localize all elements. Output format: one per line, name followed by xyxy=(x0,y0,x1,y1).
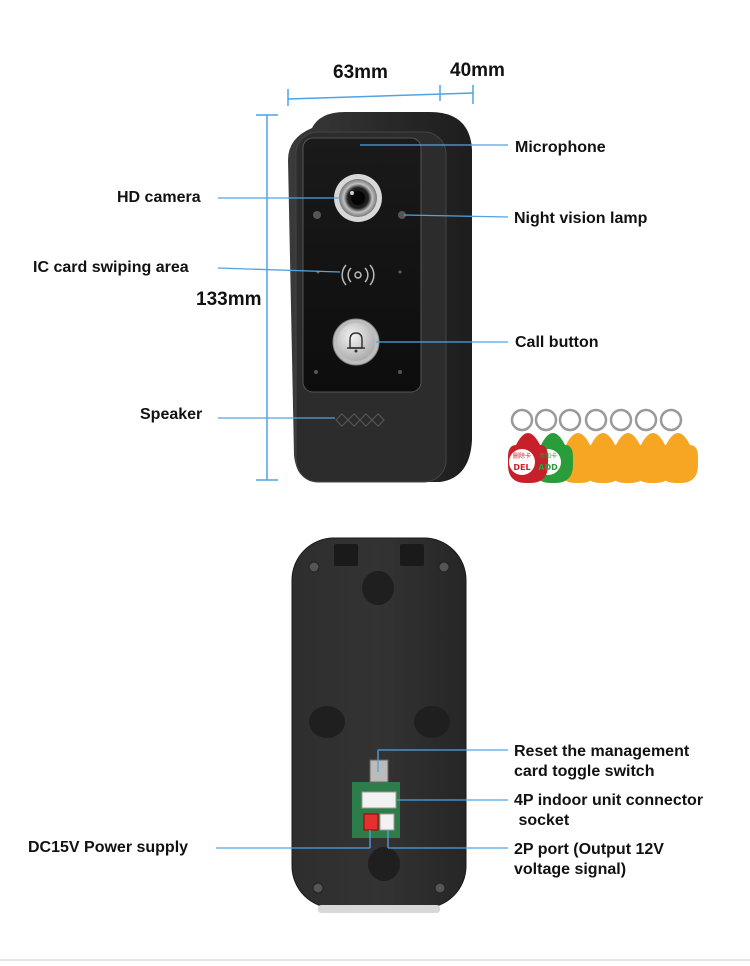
width-dimension: 63mm xyxy=(333,62,388,83)
depth-dimension: 40mm xyxy=(450,60,505,81)
label-call-button: Call button xyxy=(515,334,599,351)
front-callout-lines xyxy=(217,144,509,419)
label-reset-line1: Reset the management xyxy=(514,743,690,760)
label-night-vision-lamp: Night vision lamp xyxy=(514,210,648,227)
keyfob-tags: 删除卡 DEL 添加卡 ADD xyxy=(508,408,698,483)
tag-del-label: DEL xyxy=(513,463,530,472)
height-dimension: 133mm xyxy=(196,289,262,310)
front-doorbell xyxy=(288,112,472,483)
label-power-supply: DC15V Power supply xyxy=(28,839,189,856)
tag-del-cn: 删除卡 xyxy=(513,452,531,460)
label-microphone: Microphone xyxy=(515,139,606,156)
label-ic-card-area: IC card swiping area xyxy=(33,259,189,276)
label-hd-camera: HD camera xyxy=(117,189,201,206)
tag-add-cn: 添加卡 xyxy=(539,452,557,460)
back-callout-lines xyxy=(216,749,508,849)
label-reset-line2: card toggle switch xyxy=(514,763,655,780)
label-port-line1: 2P port (Output 12V xyxy=(514,841,664,858)
label-speaker: Speaker xyxy=(140,406,203,423)
label-connector-line2: socket xyxy=(514,812,570,829)
back-doorbell xyxy=(291,537,467,913)
label-port-line2: voltage signal) xyxy=(514,861,627,878)
dimension-lines xyxy=(256,85,474,481)
tag-add-label: ADD xyxy=(538,463,558,472)
label-connector-line1: 4P indoor unit connector xyxy=(514,792,704,809)
